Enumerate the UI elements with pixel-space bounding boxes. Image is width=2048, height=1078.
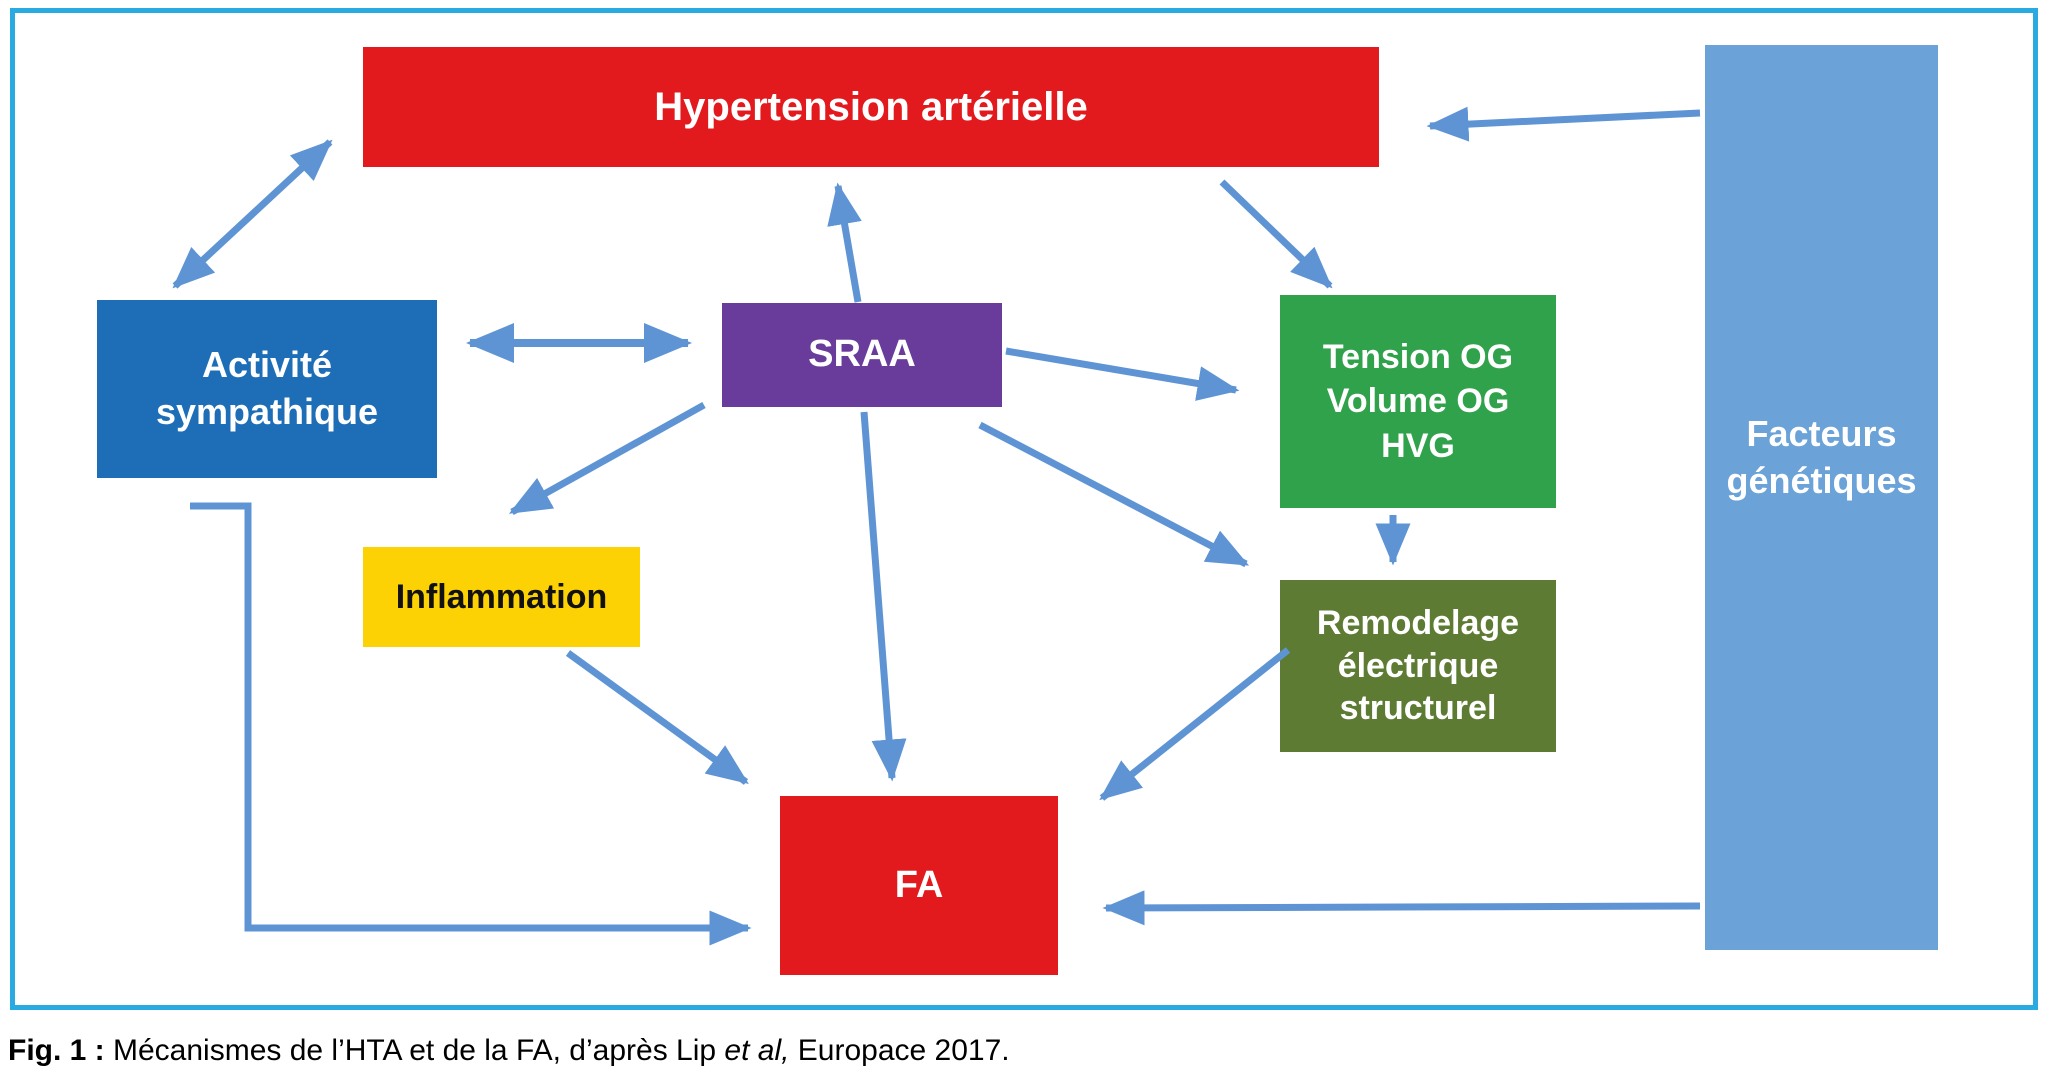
node-label: Hypertension artérielle	[654, 85, 1088, 129]
caption-source: Europace 2017.	[789, 1034, 1010, 1067]
node-hypertension-arterielle: Hypertension artérielle	[363, 47, 1379, 167]
node-label-line: sympathique	[155, 391, 379, 432]
node-inflammation: Inflammation	[363, 547, 640, 647]
caption-figure-number: Fig. 1 :	[8, 1034, 105, 1067]
caption-et-al: et al,	[724, 1034, 790, 1067]
node-label-line: électrique	[1337, 646, 1499, 685]
node-fa: FA	[780, 796, 1058, 975]
node-label: Inflammation	[395, 577, 608, 616]
figure-caption: Fig. 1 : Mécanismes de l’HTA et de la FA…	[8, 1034, 1010, 1068]
node-label: SRAA	[808, 333, 916, 376]
node-remodelage-electrique-structurel: Remodelage électrique structurel	[1280, 580, 1556, 752]
node-label-line: Tension OG	[1322, 338, 1514, 377]
node-facteurs-genetiques: Facteurs génétiques	[1705, 45, 1938, 950]
node-label-line: Activité	[201, 344, 333, 386]
caption-text: Mécanismes de l’HTA et de la FA, d’après…	[104, 1034, 725, 1067]
node-activite-sympathique: Activité sympathique	[97, 300, 437, 478]
node-label-line: HVG	[1381, 426, 1455, 465]
node-label-line: Remodelage	[1316, 604, 1520, 643]
node-label: FA	[894, 863, 944, 906]
node-label-line: Volume OG	[1326, 382, 1510, 421]
node-tension-og: Tension OG Volume OG HVG	[1280, 295, 1556, 508]
node-label-line: structurel	[1339, 689, 1497, 728]
node-sraa: SRAA	[722, 303, 1002, 407]
diagram-frame-border	[10, 8, 2038, 1010]
node-label-line: génétiques	[1726, 459, 1917, 501]
node-label-line: Facteurs	[1746, 412, 1897, 454]
